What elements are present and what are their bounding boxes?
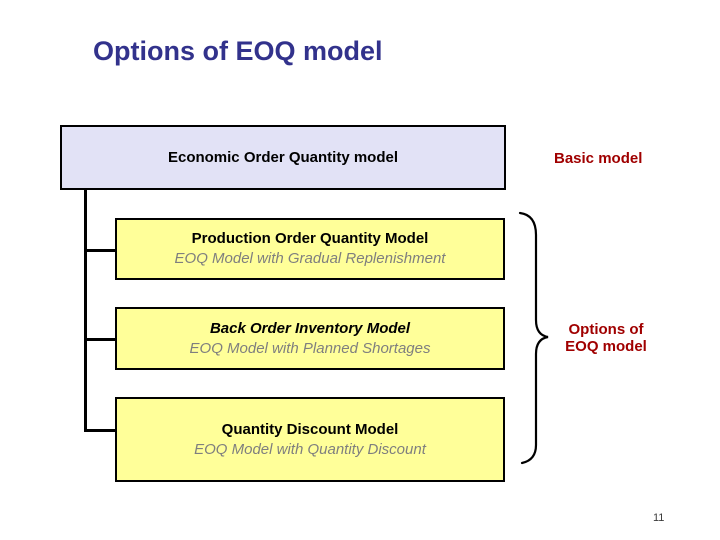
options-label-line1: Options of [568, 321, 644, 338]
connector-vertical-line [84, 190, 87, 431]
basic-model-label: Basic model [554, 150, 643, 167]
child-box-back-order-inventory: Back Order Inventory Model EOQ Model wit… [115, 307, 505, 370]
child-box-title: Back Order Inventory Model [209, 319, 411, 337]
connector-branch-backorder [84, 338, 117, 341]
options-label-line2: EOQ model [565, 338, 647, 355]
child-box-production-order-quantity: Production Order Quantity Model EOQ Mode… [115, 218, 505, 280]
page-number: 11 [653, 512, 665, 524]
child-box-quantity-discount: Quantity Discount Model EOQ Model with Q… [115, 397, 505, 482]
child-box-title: Quantity Discount Model [221, 420, 399, 438]
curly-brace-icon [518, 211, 549, 465]
options-of-eoq-model-label: Options of EOQ model [550, 321, 662, 355]
connector-branch-discount [84, 429, 117, 432]
child-box-subtitle: EOQ Model with Quantity Discount [194, 440, 426, 458]
child-box-subtitle: EOQ Model with Gradual Replenishment [174, 250, 446, 267]
child-box-subtitle: EOQ Model with Planned Shortages [189, 339, 431, 357]
root-box-economic-order-quantity: Economic Order Quantity model [60, 125, 506, 190]
connector-branch-production [84, 249, 117, 252]
root-box-label: Economic Order Quantity model [167, 148, 399, 166]
slide-title: Options of EOQ model [93, 36, 383, 66]
child-box-title: Production Order Quantity Model [191, 230, 429, 247]
